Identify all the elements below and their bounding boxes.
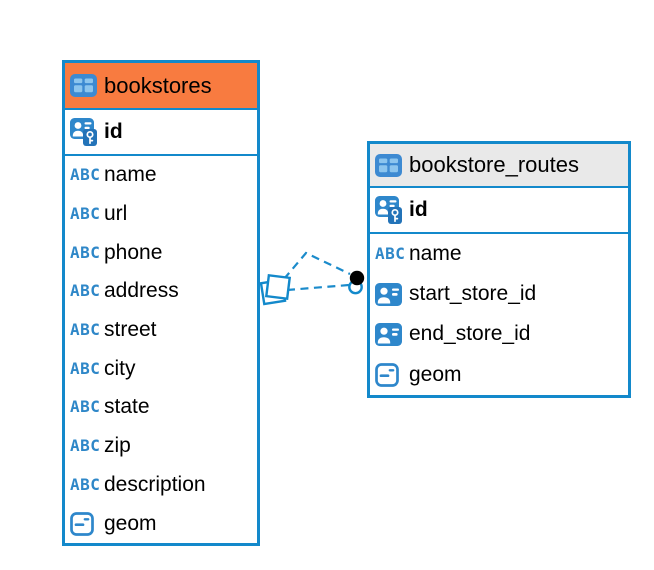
column-name: geom bbox=[104, 511, 157, 535]
column-row[interactable]: geom bbox=[370, 355, 628, 395]
cardinality-dot-marker bbox=[348, 270, 365, 295]
column-name: name bbox=[409, 242, 462, 266]
column-name: zip bbox=[104, 434, 131, 458]
column-row[interactable]: start_store_id bbox=[370, 274, 628, 314]
table-title: bookstores bbox=[104, 72, 212, 98]
text-type-icon: ABC bbox=[70, 397, 101, 417]
reference-type-icon bbox=[375, 282, 409, 306]
text-type-icon: ABC bbox=[70, 165, 101, 185]
column-name: description bbox=[104, 472, 206, 496]
text-type-icon: ABC bbox=[70, 281, 101, 301]
column-name: phone bbox=[104, 240, 163, 264]
text-type-icon: ABC bbox=[70, 358, 101, 378]
column-name: url bbox=[104, 202, 128, 226]
text-type-icon: ABC bbox=[70, 436, 101, 456]
column-row[interactable]: end_store_id bbox=[370, 314, 628, 354]
cardinality-squares-marker bbox=[259, 273, 292, 306]
geometry-type-icon bbox=[375, 362, 409, 387]
primary-key-row[interactable]: id bbox=[65, 110, 257, 156]
column-name: end_store_id bbox=[409, 322, 531, 346]
text-type-icon: ABC bbox=[70, 204, 101, 224]
table-title: bookstore_routes bbox=[409, 152, 579, 177]
column-row[interactable]: geom bbox=[65, 504, 257, 543]
reference-type-icon bbox=[375, 322, 409, 346]
column-name: city bbox=[104, 356, 136, 380]
table-icon bbox=[70, 74, 104, 97]
column-name: name bbox=[104, 163, 157, 187]
table-header-bookstore-routes[interactable]: bookstore_routes bbox=[370, 144, 628, 188]
column-name: street bbox=[104, 318, 157, 342]
text-type-icon: ABC bbox=[375, 244, 406, 264]
text-type-icon: ABC bbox=[70, 242, 101, 262]
column-name: geom bbox=[409, 362, 462, 386]
table-icon bbox=[375, 153, 409, 177]
column-name: address bbox=[104, 279, 179, 303]
geometry-type-icon bbox=[70, 511, 104, 536]
relationship-line bbox=[283, 251, 351, 280]
primary-key-row[interactable]: id bbox=[370, 188, 628, 234]
primary-key-label: id bbox=[104, 120, 123, 143]
relationship-line bbox=[286, 283, 350, 292]
table-header-bookstores[interactable]: bookstores bbox=[65, 63, 257, 110]
primary-key-icon bbox=[375, 195, 409, 225]
text-type-icon: ABC bbox=[70, 474, 101, 494]
primary-key-label: id bbox=[409, 198, 428, 221]
primary-key-icon bbox=[70, 117, 104, 147]
column-name: state bbox=[104, 395, 150, 419]
column-name: start_store_id bbox=[409, 282, 537, 306]
text-type-icon: ABC bbox=[70, 320, 101, 340]
